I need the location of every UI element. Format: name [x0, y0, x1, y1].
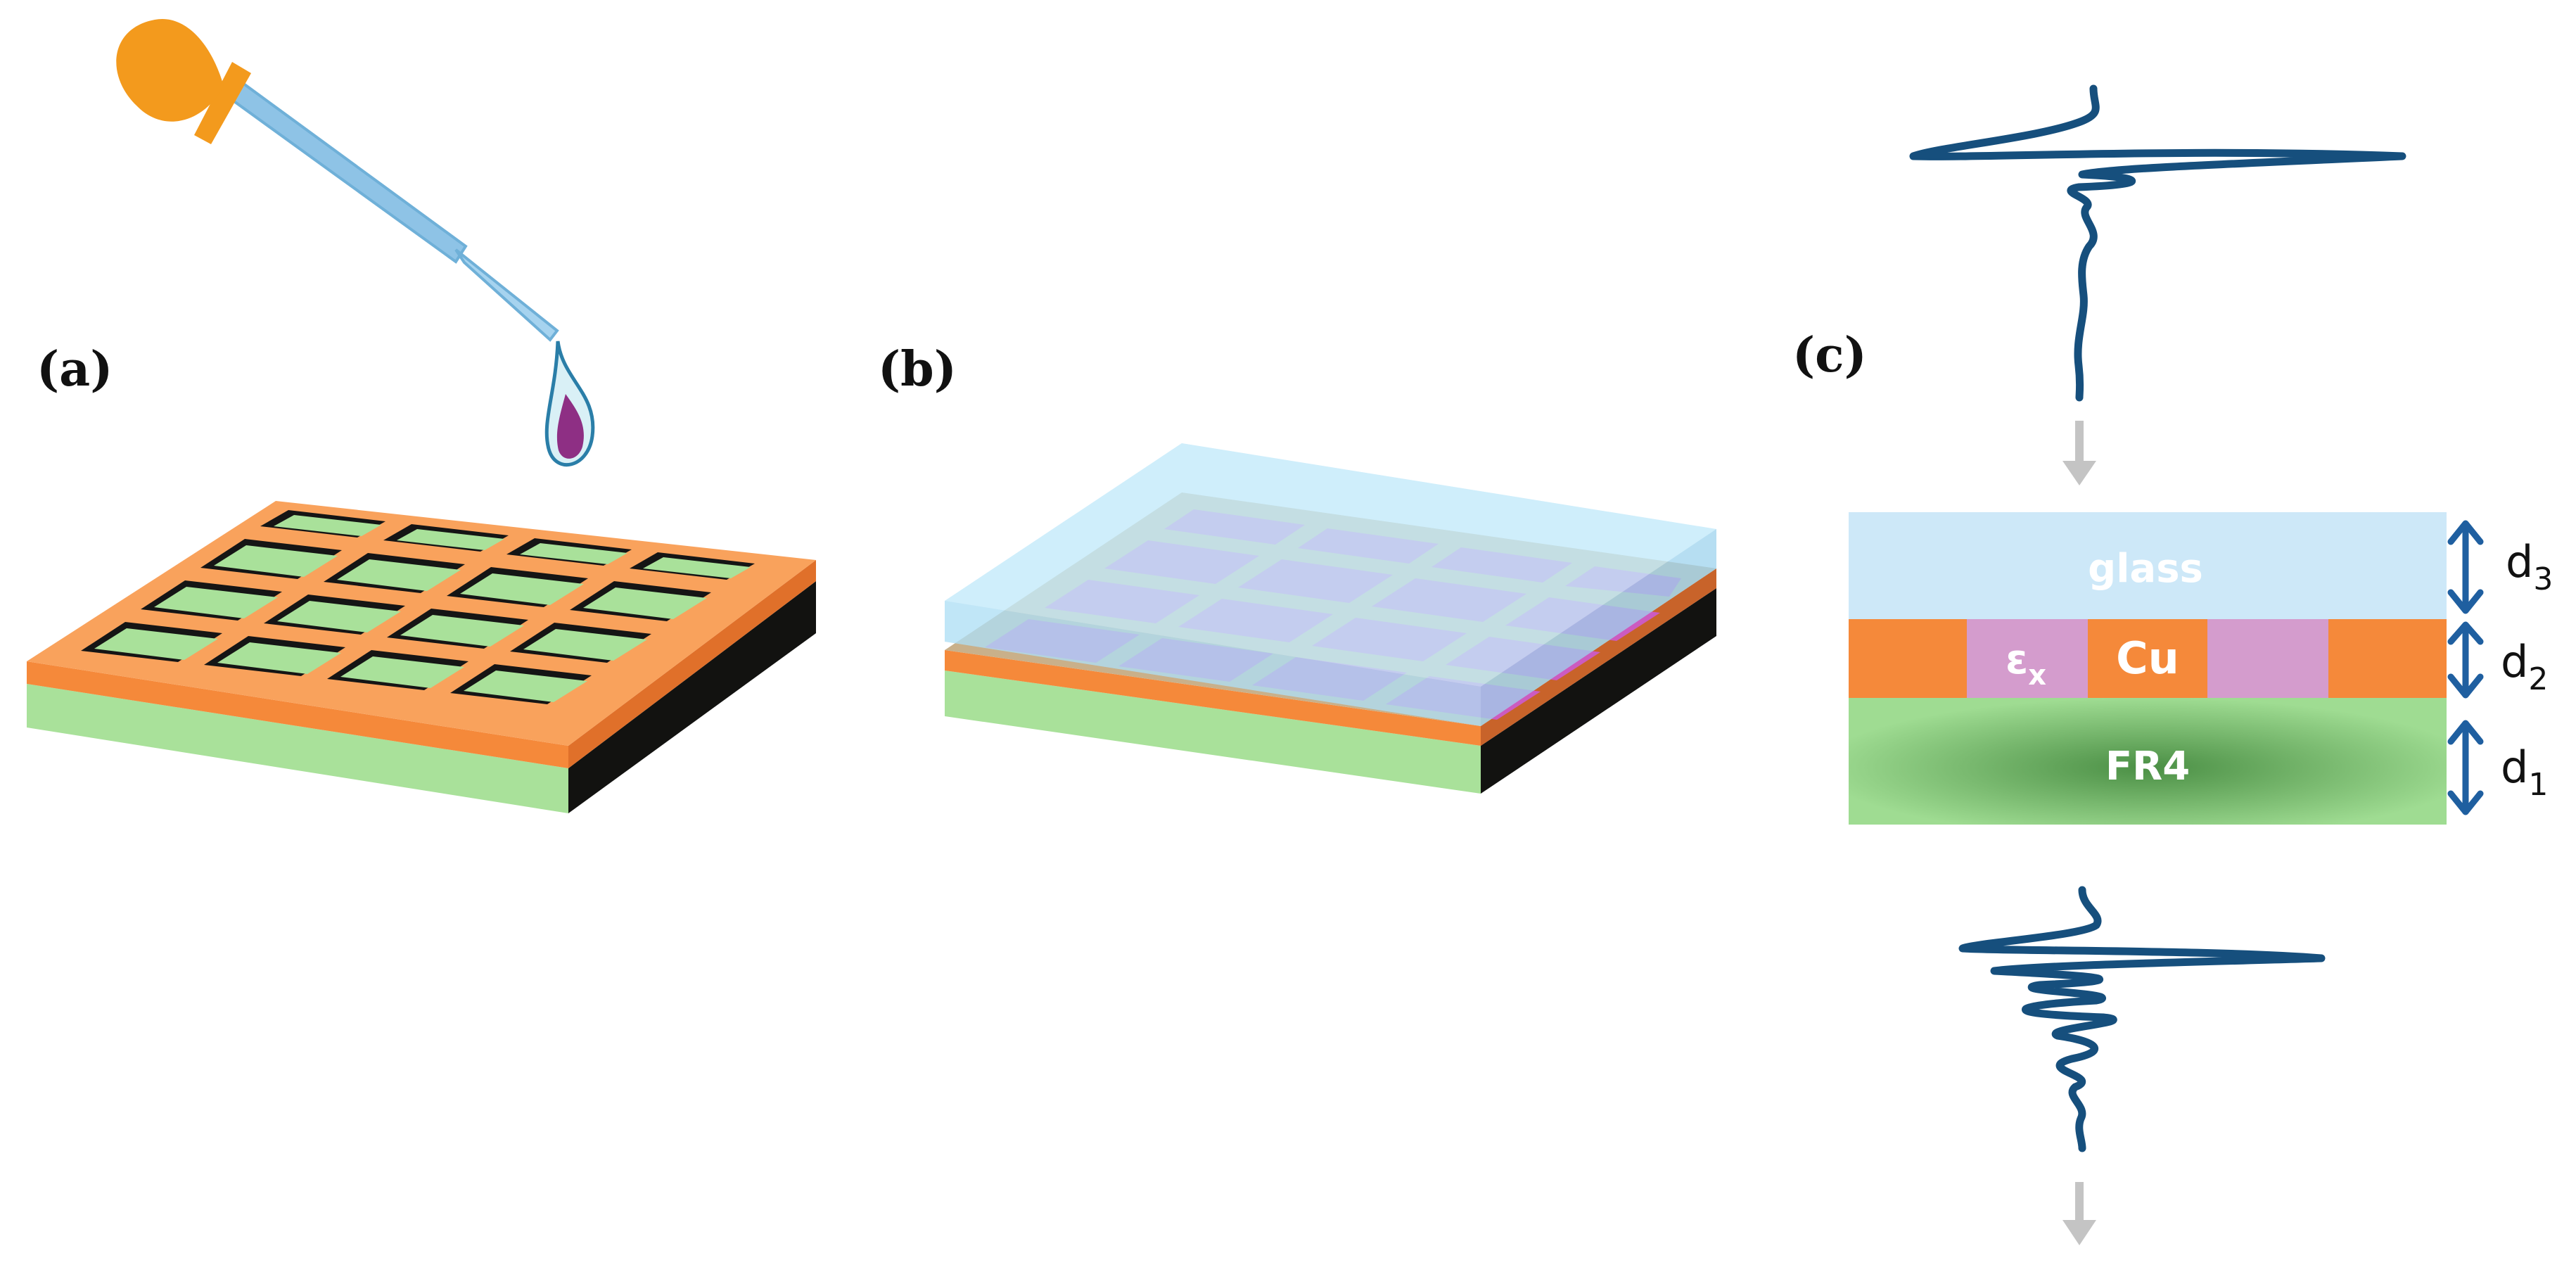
- pipette-icon: [116, 18, 559, 342]
- patterned-substrate-a: [27, 501, 816, 813]
- permittivity-label: εx: [2006, 635, 2046, 692]
- propagation-arrow-out: [2062, 1182, 2096, 1245]
- thickness-d1: d1: [2501, 742, 2548, 803]
- copper-left: [1849, 619, 1967, 698]
- grid-windows-a: [81, 510, 755, 704]
- permittivity-symbol: ε: [2006, 635, 2028, 683]
- glass-label: glass: [2088, 546, 2203, 592]
- copper-right: [2328, 619, 2447, 698]
- permittivity-left: [1967, 619, 2088, 698]
- copper-center: [2088, 619, 2207, 698]
- panel-b: (b): [878, 341, 1716, 794]
- permittivity-sub: x: [2028, 659, 2046, 692]
- panel-a-label: (a): [37, 341, 113, 398]
- permittivity-right: [2207, 619, 2328, 698]
- thickness-d3: d3: [2506, 536, 2553, 597]
- panel-a: (a): [27, 18, 816, 813]
- thickness-d2: d2: [2501, 636, 2548, 697]
- panel-c: (c) glass εx Cu FR4: [1792, 84, 2553, 1245]
- thickness-arrows: [2447, 520, 2484, 815]
- copper-label: Cu: [2116, 632, 2179, 684]
- droplet-icon: [544, 341, 595, 467]
- panel-c-label: (c): [1792, 327, 1867, 383]
- transmitted-pulse: [1958, 886, 2326, 1152]
- panel-b-label: (b): [878, 341, 957, 398]
- fr4-label: FR4: [2105, 744, 2190, 789]
- fr4-layer: [1849, 698, 2447, 825]
- glass-layer: [1849, 512, 2447, 619]
- glass-covered-substrate-b: [945, 443, 1716, 794]
- layer-stack: glass εx Cu FR4: [1849, 512, 2447, 825]
- incident-pulse: [1909, 84, 2406, 402]
- propagation-arrow-in: [2062, 421, 2096, 485]
